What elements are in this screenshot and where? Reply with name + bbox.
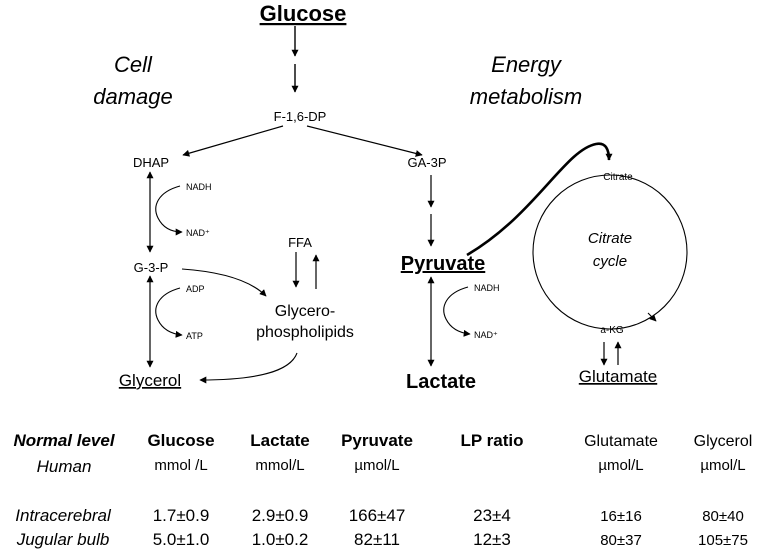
label-glycerol: Glycerol — [119, 371, 181, 390]
section-cell-damage-line1: Cell — [114, 52, 153, 77]
table-cell: 80±40 — [702, 508, 744, 525]
citrate-cycle-circle — [532, 174, 688, 330]
table-row-header-human: Human — [37, 457, 92, 476]
citrate-cycle-arrowhead — [647, 312, 657, 322]
label-adp: ADP — [186, 284, 205, 294]
arrow-f16dp-to-dhap — [182, 125, 284, 157]
arrow-pyruvate-to-citrate — [466, 142, 613, 257]
table-unit-lactate: mmol/L — [255, 457, 304, 474]
section-energy-metabolism-line1: Energy — [491, 52, 563, 77]
label-citrate-cycle-line2: cycle — [593, 253, 627, 270]
arrow-nadh-nad-left — [155, 185, 183, 236]
label-glycerophospholipids-line1: Glycero- — [275, 303, 335, 320]
table-col-lactate: Lactate — [250, 431, 310, 450]
label-citrate-cycle-line1: Citrate — [588, 230, 632, 247]
table-cell: 166±47 — [349, 506, 406, 525]
table-cell: 1.0±0.2 — [252, 530, 309, 549]
table-unit-glutamate: µmol/L — [598, 457, 643, 474]
arrow-f16dp-to-ga3p — [306, 125, 423, 157]
table-col-pyruvate: Pyruvate — [341, 431, 413, 450]
label-atp: ATP — [186, 331, 203, 341]
table-row-label-jugular-bulb: Jugular bulb — [16, 530, 110, 549]
label-akg: a-KG — [600, 325, 624, 336]
label-f16dp: F-1,6-DP — [274, 109, 327, 124]
table-row-label-intracerebral: Intracerebral — [15, 506, 112, 525]
table-col-lp-ratio: LP ratio — [461, 431, 524, 450]
table-cell: 105±75 — [698, 532, 748, 549]
table-cell: 1.7±0.9 — [153, 506, 210, 525]
table-cell: 12±3 — [473, 530, 511, 549]
table-cell: 82±11 — [354, 530, 400, 549]
label-pyruvate: Pyruvate — [401, 253, 486, 275]
arrow-adp-atp — [155, 287, 183, 338]
table-unit-glycerol: µmol/L — [700, 457, 745, 474]
arrow-nadh-nad-right — [443, 286, 471, 337]
label-nadh-left: NADH — [186, 182, 212, 192]
table-col-glutamate: Glutamate — [584, 433, 658, 450]
section-energy-metabolism-line2: metabolism — [470, 84, 582, 109]
label-g3p: G-3-P — [134, 260, 169, 275]
label-lactate: Lactate — [406, 371, 476, 393]
label-dhap: DHAP — [133, 155, 169, 170]
label-nadh-right: NADH — [474, 283, 500, 293]
label-nad-right: NAD⁺ — [474, 330, 498, 340]
table-cell: 5.0±1.0 — [153, 530, 210, 549]
table-unit-pyruvate: µmol/L — [354, 457, 399, 474]
label-glutamate: Glutamate — [579, 367, 657, 386]
table-cell: 2.9±0.9 — [252, 506, 309, 525]
arrow-glycerophospholipids-to-glycerol — [199, 352, 298, 384]
label-glycerophospholipids-line2: phospholipids — [256, 324, 354, 341]
label-glucose: Glucose — [260, 1, 347, 26]
label-citrate: Citrate — [603, 172, 633, 183]
arrow-g3p-to-glycerophospholipids — [181, 268, 267, 297]
table-cell: 80±37 — [600, 532, 642, 549]
label-ffa: FFA — [288, 235, 312, 250]
table-cell: 16±16 — [600, 508, 642, 525]
table-cell: 23±4 — [473, 506, 511, 525]
table-row-header-normal-level: Normal level — [13, 431, 115, 450]
table-col-glycerol: Glycerol — [694, 433, 753, 450]
label-ga3p: GA-3P — [407, 155, 446, 170]
table-col-glucose: Glucose — [147, 431, 214, 450]
table-unit-glucose: mmol /L — [154, 457, 207, 474]
section-cell-damage-line2: damage — [93, 84, 173, 109]
label-nad-left: NAD⁺ — [186, 228, 210, 238]
